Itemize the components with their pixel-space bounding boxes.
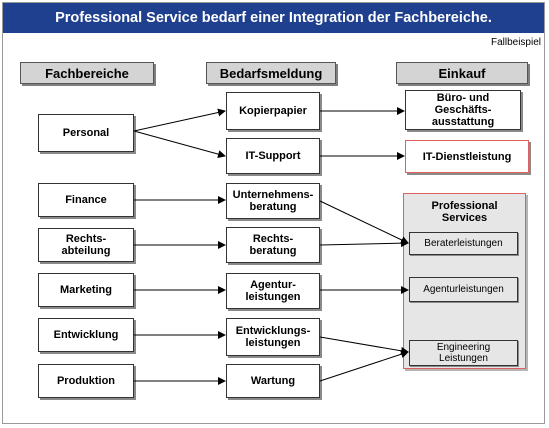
department-finance: Finance xyxy=(38,183,134,217)
slide-title: Professional Service bedarf einer Integr… xyxy=(3,3,544,33)
arrow-entwicklungsleistungen-engineering xyxy=(319,336,409,355)
ps-item-agenturleistungen: Agenturleistungen xyxy=(409,277,518,302)
request-agenturleistungen: Agentur- leistungen xyxy=(226,273,320,309)
arrow-rechtsberatung-berater xyxy=(319,239,409,248)
request-kopierpapier: Kopierpapier xyxy=(226,92,320,130)
department-marketing: Marketing xyxy=(38,273,134,307)
column-header-bedarfsmeldung: Bedarfsmeldung xyxy=(206,62,336,84)
department-entwicklung: Entwicklung xyxy=(38,318,134,352)
ps-item-engineering: Engineering Leistungen xyxy=(409,340,518,366)
purchase-office-supplies: Büro- und Geschäfts- ausstattung xyxy=(405,90,521,130)
purchase-it-services: IT-Dienstleistung xyxy=(405,140,529,173)
request-it-support: IT-Support xyxy=(226,138,320,174)
request-rechtsberatung: Rechts- beratung xyxy=(226,227,320,263)
professional-services-title: Professional Services xyxy=(431,200,498,224)
department-produktion: Produktion xyxy=(38,364,134,398)
request-unternehmensberatung: Unternehmens- beratung xyxy=(226,183,320,219)
case-study-label: Fallbeispiel xyxy=(490,37,541,48)
arrow-unternehmensberatung-berater xyxy=(319,200,409,244)
arrow-personal-kopierpapier xyxy=(133,108,226,132)
ps-item-beraterleistungen: Beraterleistungen xyxy=(409,232,518,255)
department-personal: Personal xyxy=(38,114,134,152)
arrow-wartung-engineering xyxy=(319,350,409,382)
department-rechtsabteilung: Rechts- abteilung xyxy=(38,228,134,262)
column-header-fachbereiche: Fachbereiche xyxy=(20,62,154,84)
arrow-personal-it-support xyxy=(133,130,226,159)
column-header-einkauf: Einkauf xyxy=(396,62,528,84)
request-wartung: Wartung xyxy=(226,364,320,398)
request-entwicklungsleistungen: Entwicklungs- leistungen xyxy=(226,318,320,356)
